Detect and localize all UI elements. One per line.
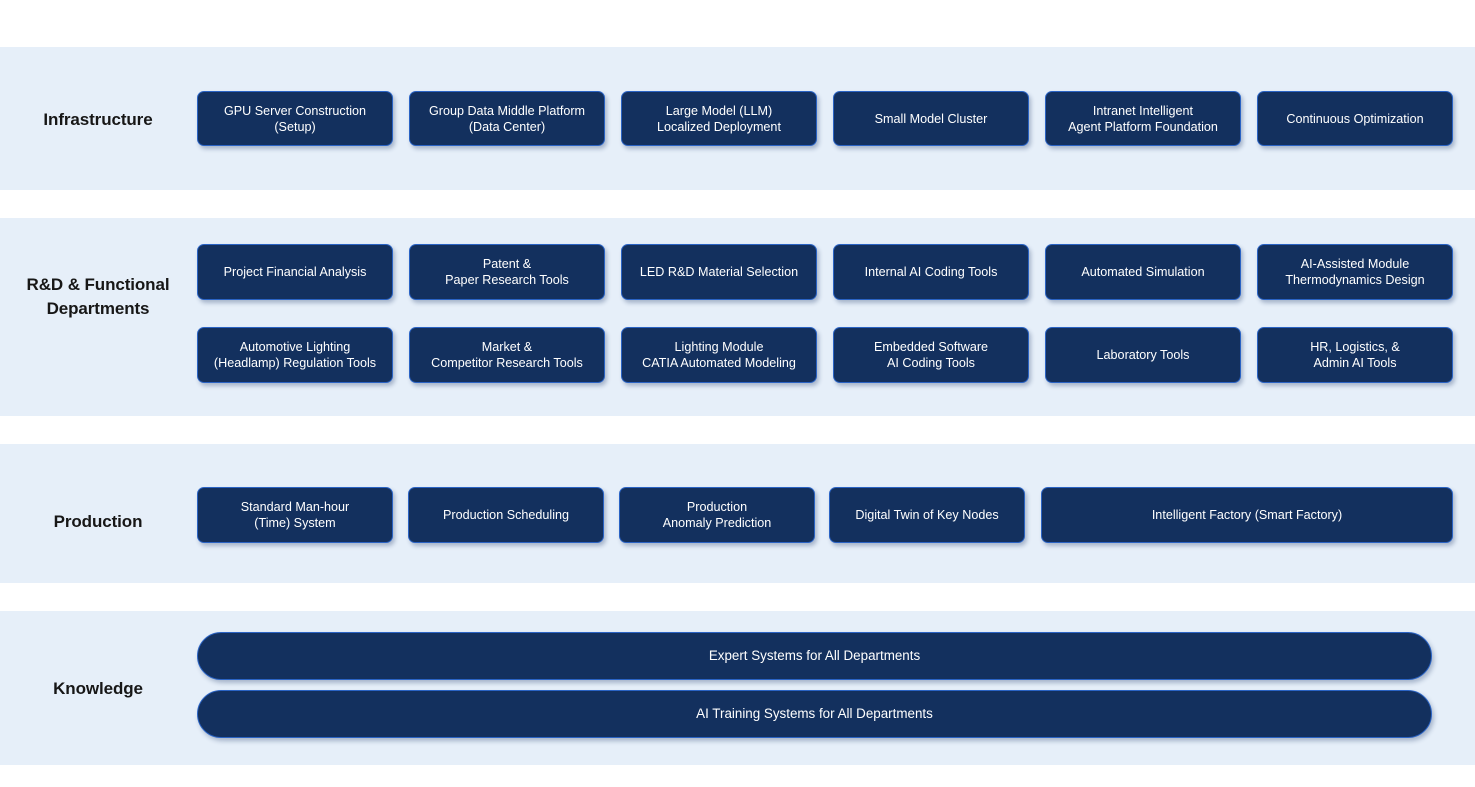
row-label-infrastructure: Infrastructure <box>43 110 153 129</box>
node-ai-assisted-module-thermodynamics-design[interactable]: AI-Assisted Module Thermodynamics Design <box>1257 244 1453 300</box>
node-patent-paper-research-tools[interactable]: Patent & Paper Research Tools <box>409 244 605 300</box>
node-continuous-optimization[interactable]: Continuous Optimization <box>1257 91 1453 146</box>
row-label-production: Production <box>53 512 143 531</box>
node-automated-simulation[interactable]: Automated Simulation <box>1045 244 1241 300</box>
node-gpu-server-construction[interactable]: GPU Server Construction (Setup) <box>197 91 393 146</box>
node-laboratory-tools[interactable]: Laboratory Tools <box>1045 327 1241 383</box>
node-large-model-llm-localized-deployment[interactable]: Large Model (LLM) Localized Deployment <box>621 91 817 146</box>
node-intelligent-factory-smart-factory[interactable]: Intelligent Factory (Smart Factory) <box>1041 487 1453 543</box>
node-market-competitor-research-tools[interactable]: Market & Competitor Research Tools <box>409 327 605 383</box>
node-hr-logistics-admin-ai-tools[interactable]: HR, Logistics, & Admin AI Tools <box>1257 327 1453 383</box>
node-automotive-lighting-headlamp-regulation-tools[interactable]: Automotive Lighting (Headlamp) Regulatio… <box>197 327 393 383</box>
node-small-model-cluster[interactable]: Small Model Cluster <box>833 91 1029 146</box>
node-group-data-middle-platform[interactable]: Group Data Middle Platform (Data Center) <box>409 91 605 146</box>
node-production-scheduling[interactable]: Production Scheduling <box>408 487 604 543</box>
node-led-rd-material-selection[interactable]: LED R&D Material Selection <box>621 244 817 300</box>
node-production-anomaly-prediction[interactable]: Production Anomaly Prediction <box>619 487 815 543</box>
node-project-financial-analysis[interactable]: Project Financial Analysis <box>197 244 393 300</box>
node-standard-man-hour-time-system[interactable]: Standard Man-hour (Time) System <box>197 487 393 543</box>
node-embedded-software-ai-coding-tools[interactable]: Embedded Software AI Coding Tools <box>833 327 1029 383</box>
row-label-rd-functional-departments: R&D & Functional Departments <box>26 275 170 318</box>
node-ai-training-systems-for-all-departments[interactable]: AI Training Systems for All Departments <box>197 690 1432 738</box>
row-label-knowledge: Knowledge <box>53 679 143 698</box>
node-internal-ai-coding-tools[interactable]: Internal AI Coding Tools <box>833 244 1029 300</box>
node-intranet-intelligent-agent-platform-foundation[interactable]: Intranet Intelligent Agent Platform Foun… <box>1045 91 1241 146</box>
node-lighting-module-catia-automated-modeling[interactable]: Lighting Module CATIA Automated Modeling <box>621 327 817 383</box>
node-digital-twin-of-key-nodes[interactable]: Digital Twin of Key Nodes <box>829 487 1025 543</box>
node-expert-systems-for-all-departments[interactable]: Expert Systems for All Departments <box>197 632 1432 680</box>
